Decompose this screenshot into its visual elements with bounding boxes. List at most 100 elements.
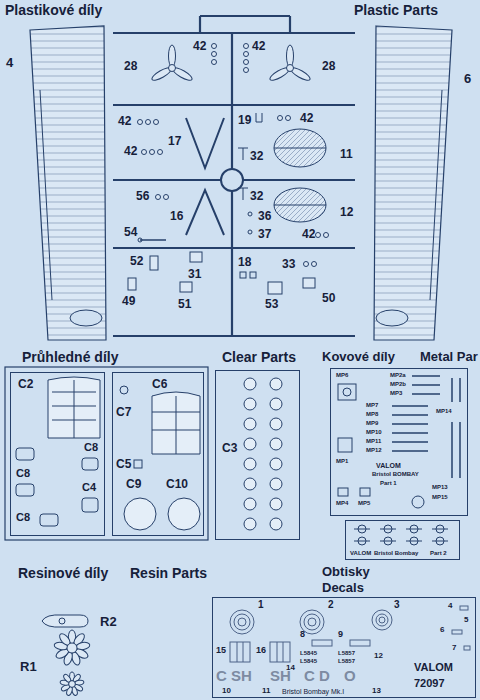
part-label: 13: [372, 687, 381, 695]
section-heading: Plastic Parts: [354, 3, 438, 17]
part-label: C6: [152, 378, 167, 390]
part-label: L5845: [300, 658, 317, 664]
part-label: L5857: [338, 650, 355, 656]
part-number: 33: [282, 258, 295, 270]
part-number: 28: [124, 60, 137, 72]
part-number: 54: [124, 226, 137, 238]
clear-parts-frame: C6C7C5C9 C10: [112, 372, 204, 536]
part-number: 42: [118, 115, 131, 127]
part-label: C7: [116, 406, 131, 418]
part-label: MP11: [366, 438, 381, 444]
part-label: MP7: [366, 402, 378, 408]
part-number: 52: [130, 255, 143, 267]
section-heading: Obtisky: [322, 565, 370, 578]
part-label: VALOM: [350, 550, 371, 556]
part-label: 6: [440, 626, 444, 634]
part-label: MP3: [390, 390, 402, 396]
part-number: 56: [136, 190, 149, 202]
part-label: 11: [262, 687, 270, 695]
part-label: C8: [16, 512, 30, 523]
section-heading: Metal Par: [420, 350, 478, 363]
part-number: 50: [322, 292, 335, 304]
section-heading: Resin Parts: [130, 566, 207, 580]
part-label: SH: [270, 668, 291, 683]
part-number: 32: [250, 190, 263, 202]
part-label: MP15: [432, 494, 448, 500]
part-label: 8: [300, 630, 305, 639]
part-label: 2: [328, 600, 334, 610]
part-number: 18: [238, 256, 251, 268]
part-label: MP2a: [390, 372, 406, 378]
part-number: 16: [170, 210, 183, 222]
part-label: 7: [452, 644, 456, 652]
part-label: MP5: [358, 500, 370, 506]
part-label: MP13: [432, 484, 448, 490]
part-label: 10: [222, 687, 231, 695]
part-number: 42: [193, 40, 206, 52]
part-label: 12: [374, 652, 383, 660]
part-label: Bristol Bombay: [374, 550, 418, 556]
part-number: 36: [258, 210, 271, 222]
part-number: 51: [178, 298, 191, 310]
part-number: 49: [122, 295, 135, 307]
part-number: 42: [124, 145, 137, 157]
part-label: MP12: [366, 447, 382, 453]
part-number: 42: [302, 228, 315, 240]
part-number: 32: [250, 150, 263, 162]
part-label: MP4: [336, 500, 348, 506]
part-label: VALOM: [414, 662, 453, 673]
part-label: MP14: [436, 408, 452, 414]
part-label: C4: [82, 482, 96, 493]
part-number: 37: [258, 228, 271, 240]
part-label: 4: [448, 602, 452, 610]
part-number: 17: [168, 135, 181, 147]
part-label: MP2b: [390, 381, 406, 387]
decal-sheet: 1234567151689L5845L584514L5857L585712C S…: [212, 597, 476, 698]
part-label: Part 2: [430, 550, 447, 556]
part-number: 42: [300, 112, 313, 124]
part-label: C5: [116, 458, 131, 470]
part-label: MP8: [366, 411, 378, 417]
part-label: MP9: [366, 420, 378, 426]
part-number: 12: [340, 206, 353, 218]
part-label: C SH: [216, 668, 252, 683]
part-label: Bristol BOMBAY: [372, 471, 419, 477]
section-heading: Decals: [322, 581, 364, 594]
part-label: VALOM: [376, 462, 401, 469]
part-label: 5: [464, 616, 468, 624]
part-label: 15: [216, 646, 226, 655]
clear-parts-frame: C3: [215, 370, 300, 540]
part-number: 4: [6, 56, 13, 69]
part-number: 42: [252, 40, 265, 52]
section-heading: Resinové díly: [18, 566, 108, 580]
photo-etch-fret: VALOMBristol Bombay Part 2: [345, 520, 460, 560]
part-label: C2: [18, 378, 33, 390]
part-label: 16: [256, 646, 266, 655]
part-label: C9: [126, 478, 141, 490]
part-label: Part 1: [380, 480, 397, 486]
part-label: 1: [258, 600, 264, 610]
part-number: 11: [340, 148, 353, 160]
part-label: L5857: [338, 658, 355, 664]
part-label: C3: [222, 442, 237, 454]
section-heading: Plastikové díly: [5, 3, 102, 17]
part-label: C10: [166, 478, 188, 490]
part-label: C D: [304, 668, 330, 683]
part-number: R1: [20, 660, 37, 673]
part-label: C8: [16, 468, 30, 479]
part-label: Bristol Bombay Mk.I: [282, 688, 344, 695]
part-label: MP1: [336, 458, 348, 464]
part-number: R2: [100, 615, 117, 628]
part-label: 3: [394, 600, 400, 610]
part-label: O: [344, 668, 356, 683]
part-label: C8: [84, 442, 98, 453]
section-heading: Kovové díly: [322, 350, 395, 363]
part-label: L5845: [300, 650, 317, 656]
part-number: 6: [464, 72, 471, 85]
section-heading: Clear Parts: [222, 350, 296, 364]
part-number: 31: [188, 268, 201, 280]
part-number: 19: [238, 114, 251, 126]
part-label: 9: [338, 630, 343, 639]
part-label: 72097: [414, 678, 445, 689]
